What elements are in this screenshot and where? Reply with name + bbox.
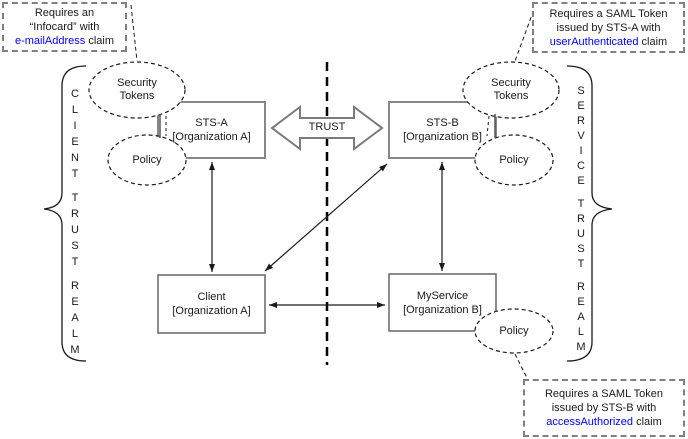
callout-line: “Infocard” with <box>29 21 100 33</box>
callout-line: Requires a SAML Token <box>549 7 668 20</box>
claim-name: userAuthenticated <box>549 35 639 48</box>
client-box <box>157 274 266 334</box>
saml-sts-b-requirement-callout: Requires a SAML Token issued by STS-B wi… <box>523 379 685 437</box>
claim-tail: claim <box>85 35 115 47</box>
saml-sts-b-callout-pointer <box>514 353 528 379</box>
client-sts-b-arrow <box>264 163 388 272</box>
callout-line: userAuthenticated claim <box>534 35 683 49</box>
client-realm-brace <box>43 65 87 362</box>
trust-arrow <box>270 105 384 151</box>
infocard-callout-pointer <box>130 4 138 62</box>
saml-sts-a-requirement-callout: Requires a SAML Token issued by STS-A wi… <box>532 2 685 53</box>
security-tokens-ellipse-left <box>88 61 186 119</box>
callout-line: issued by STS-B with <box>551 402 657 414</box>
infocard-requirement-callout: Requires an “Infocard” with e-mailAddres… <box>2 2 127 52</box>
policy-ellipse-right <box>474 134 554 186</box>
claim-name: accessAuthorized <box>546 416 634 428</box>
claim-name: e-mailAddress <box>14 35 86 47</box>
callout-line: e-mailAddress claim <box>4 34 125 48</box>
service-realm-brace <box>566 65 613 362</box>
callout-line: Requires a SAML Token <box>544 388 663 400</box>
policy-ellipse-service <box>474 308 554 354</box>
claim-tail: claim <box>633 416 662 428</box>
policy-ellipse-left <box>107 134 187 186</box>
claim-tail: claim <box>638 35 668 48</box>
sts-b-box <box>388 101 497 159</box>
security-tokens-ellipse-right <box>462 61 560 119</box>
callout-line: accessAuthorized claim <box>525 415 683 429</box>
callout-line: Requires an <box>34 7 95 19</box>
callout-line: issued by STS-A with <box>556 21 661 34</box>
